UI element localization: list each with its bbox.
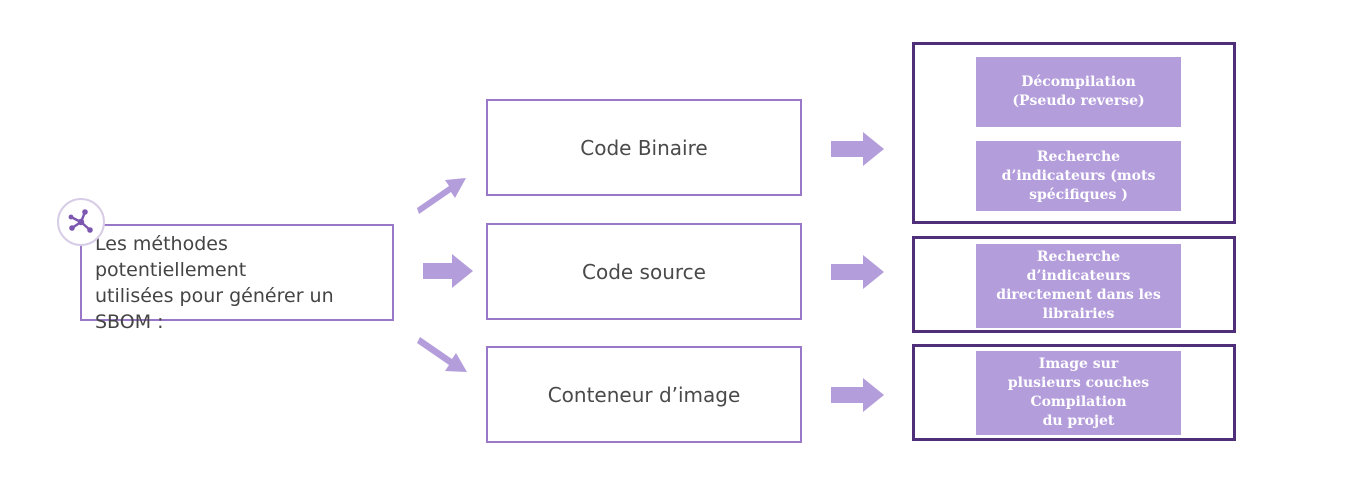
start-box: Les méthodes potentiellement utilisées p… (80, 224, 394, 333)
tag-indicator-search-keywords: Recherche d’indicateurs (mots spécifique… (976, 141, 1181, 211)
arrow-down-right (417, 337, 467, 372)
arrow-right-binary (831, 132, 884, 166)
method-box-binary: Code Binaire (486, 99, 802, 196)
network-nodes-icon (57, 198, 105, 246)
tag-decompilation: Décompilation (Pseudo reverse) (976, 57, 1181, 127)
method-box-source: Code source (486, 223, 802, 320)
tag-line: du projet (1042, 413, 1115, 429)
arrow-up-right (417, 178, 466, 214)
start-line-1: Les méthodes potentiellement (95, 233, 247, 281)
tag-line: Recherche (1036, 249, 1121, 265)
method-label-source: Code source (582, 259, 706, 284)
tag-line: spécifiques ) (1029, 186, 1128, 203)
tag-line: (Pseudo reverse) (1012, 93, 1145, 109)
tag-line: d’indicateurs (1026, 268, 1131, 284)
method-label-binary: Code Binaire (580, 135, 708, 160)
tag-line: d’indicateurs (mots (1001, 167, 1156, 184)
tag-line: Recherche (1036, 148, 1121, 165)
arrow-right-source (831, 255, 884, 289)
arrow-right-middle (423, 254, 473, 288)
tag-line: Image sur (1038, 356, 1119, 372)
start-line-3: SBOM : (95, 311, 164, 333)
arrow-right-container (831, 378, 884, 412)
tag-line: plusieurs couches (1007, 375, 1150, 391)
method-label-container: Conteneur d’image (547, 382, 741, 407)
method-box-container: Conteneur d’image (486, 346, 802, 443)
tag-line: Compilation (1030, 394, 1127, 410)
start-line-2: utilisées pour générer un (95, 285, 334, 307)
tag-line: librairies (1042, 306, 1115, 322)
tag-multilayer-image: Image sur plusieurs couches Compilation … (976, 351, 1181, 435)
tag-line: Décompilation (1021, 74, 1136, 90)
tag-line: directement dans les (996, 287, 1161, 303)
tag-indicator-search-libraries: Recherche d’indicateurs directement dans… (976, 244, 1181, 328)
